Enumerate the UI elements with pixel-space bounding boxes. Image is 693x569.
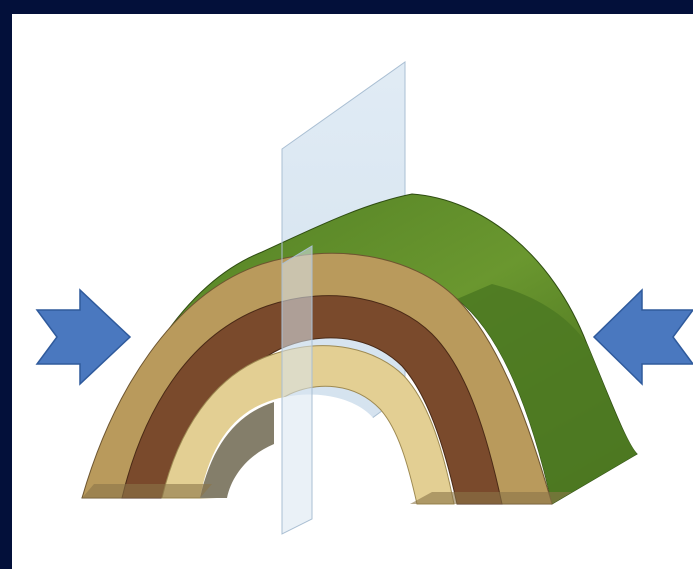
base-right [410, 492, 572, 504]
diagram-canvas [12, 14, 693, 569]
anticline-diagram [12, 14, 693, 569]
axial-plane-front [282, 246, 312, 534]
base-left [82, 484, 212, 498]
compression-arrow-right [594, 290, 693, 384]
compression-arrow-left [37, 290, 130, 384]
